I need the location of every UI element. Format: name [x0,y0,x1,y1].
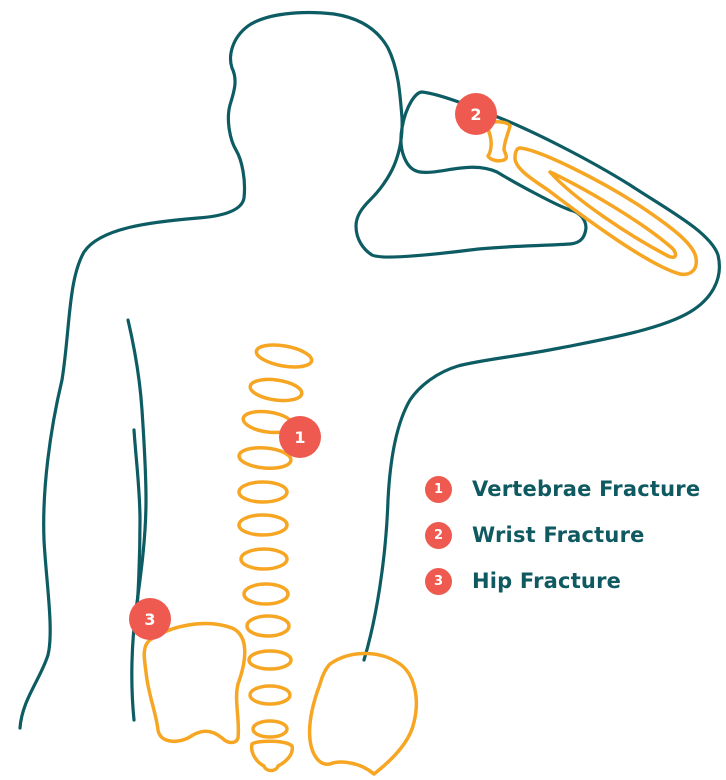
vertebra [239,482,287,502]
arm-line-outline [134,430,140,620]
vertebra [244,584,288,604]
spine [238,341,313,770]
vertebra [250,686,290,704]
wrist-fracture-marker: 2 [455,93,497,135]
vertebrae-fracture-marker: 1 [279,416,321,458]
marker-number: 2 [470,105,481,124]
vertebra [247,616,289,636]
legend: 1 Vertebrae Fracture 2 Wrist Fracture 3 … [425,466,700,604]
legend-item-vertebrae: 1 Vertebrae Fracture [425,466,700,512]
marker-number: 1 [294,428,305,447]
right-hip-bone [310,654,417,775]
coccyx [252,741,293,770]
vertebra [255,341,314,370]
body-outline [20,13,719,729]
hip-fracture-marker: 3 [129,598,171,640]
legend-label: Wrist Fracture [472,523,645,547]
vertebra [249,651,291,669]
legend-number-badge: 2 [425,522,452,549]
legend-label: Hip Fracture [472,569,621,593]
marker-number: 3 [144,610,155,629]
vertebra [253,721,287,737]
left-hip-bone [144,624,245,743]
legend-item-hip: 3 Hip Fracture [425,558,700,604]
legend-number-badge: 3 [425,568,452,595]
vertebra [241,549,287,569]
bones [144,122,696,774]
legend-number-badge: 1 [425,476,452,503]
legend-item-wrist: 2 Wrist Fracture [425,512,700,558]
vertebra [249,376,303,403]
vertebra [239,515,287,535]
torso-outline [20,13,719,729]
legend-label: Vertebrae Fracture [472,477,700,501]
